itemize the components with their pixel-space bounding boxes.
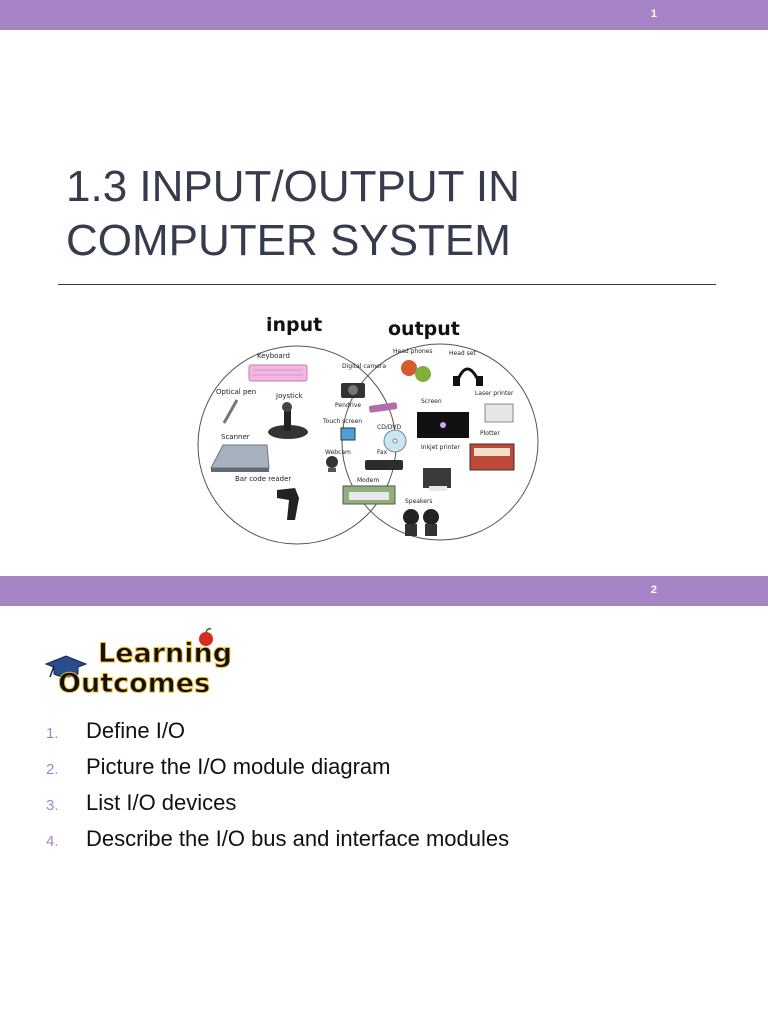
slide-title-line-1: 1.3 INPUT/OUTPUT IN bbox=[66, 162, 520, 211]
head-phones-icon bbox=[401, 360, 431, 382]
list-item-number: 3. bbox=[46, 797, 59, 814]
list-item-text: Define I/O bbox=[86, 718, 186, 743]
list-item: 4. Describe the I/O bus and interface mod… bbox=[46, 824, 509, 860]
graduation-cap-icon bbox=[44, 655, 88, 678]
head-set-label: Head set bbox=[449, 350, 476, 357]
logo-line-1: Learning bbox=[98, 638, 232, 669]
optical-pen-icon bbox=[222, 399, 239, 424]
keyboard-label: Keyboard bbox=[257, 352, 290, 360]
slide-number: 2 bbox=[650, 584, 657, 596]
list-item: 2. Picture the I/O module diagram bbox=[46, 752, 509, 788]
speakers-label: Speakers bbox=[405, 498, 433, 505]
webcam-icon bbox=[326, 456, 338, 472]
slide-title: 1.3 INPUT/OUTPUT IN COMPUTER SYSTEM bbox=[66, 160, 706, 268]
modem-icon bbox=[342, 485, 396, 505]
pendrive-icon bbox=[368, 402, 398, 413]
title-divider bbox=[58, 284, 716, 285]
webcam-label: Webcam bbox=[325, 449, 351, 456]
head-set-icon bbox=[453, 367, 483, 386]
scanner-label: Scanner bbox=[221, 433, 250, 441]
bar-code-reader-icon bbox=[277, 488, 299, 520]
inkjet-printer-label: Inkjet printer bbox=[421, 444, 460, 451]
head-phones-label: Head phones bbox=[393, 348, 433, 355]
keyboard-icon bbox=[248, 364, 308, 382]
cd-dvd-label: CD/DVD bbox=[377, 424, 401, 431]
list-item: 1. Define I/O bbox=[46, 716, 509, 752]
cd-dvd-icon bbox=[383, 429, 407, 453]
learning-outcomes-list: 1. Define I/O 2. Picture the I/O module di… bbox=[46, 716, 509, 860]
list-item: 3. List I/O devices bbox=[46, 788, 509, 824]
slide-number: 1 bbox=[650, 8, 657, 20]
touch-screen-label: Touch screen bbox=[322, 418, 362, 425]
list-item-number: 1. bbox=[46, 725, 59, 742]
list-item-number: 2. bbox=[46, 761, 59, 778]
list-item-text: Picture the I/O module diagram bbox=[86, 754, 391, 779]
joystick-icon bbox=[268, 402, 308, 439]
fax-icon bbox=[365, 460, 403, 470]
slide-1-header-band: 1 bbox=[0, 0, 768, 30]
logo-line-2: Outcomes bbox=[58, 668, 210, 699]
bar-code-reader-label: Bar code reader bbox=[235, 475, 291, 483]
output-circle bbox=[341, 343, 539, 541]
plotter-label: Plotter bbox=[480, 430, 500, 437]
touch-screen-icon bbox=[340, 427, 356, 441]
digital-camera-icon bbox=[341, 383, 365, 398]
output-heading: output bbox=[388, 318, 460, 340]
list-item-number: 4. bbox=[46, 833, 59, 850]
joystick-label: Joystick bbox=[275, 392, 304, 400]
slide-2-header-band: 2 bbox=[0, 576, 768, 606]
modem-label: Modem bbox=[357, 477, 379, 484]
slide-title-line-2: COMPUTER SYSTEM bbox=[66, 216, 511, 265]
speakers-icon bbox=[403, 509, 439, 536]
laser-printer-label: Laser printer bbox=[475, 390, 514, 397]
input-output-venn-diagram: input output Keyboard Optical pen Joysti… bbox=[197, 314, 539, 545]
laser-printer-icon bbox=[484, 403, 514, 423]
input-heading: input bbox=[266, 314, 322, 336]
screen-label: Screen bbox=[421, 398, 442, 405]
learning-outcomes-logo: Learning Outcomes bbox=[44, 628, 233, 700]
list-item-text: Describe the I/O bus and interface modul… bbox=[86, 826, 510, 851]
plotter-icon bbox=[469, 443, 515, 471]
list-item-text: List I/O devices bbox=[86, 790, 237, 815]
digital-camera-label: Digital camera bbox=[342, 363, 386, 370]
optical-pen-label: Optical pen bbox=[216, 388, 256, 396]
pendrive-label: Pendrive bbox=[335, 402, 361, 409]
inkjet-printer-icon bbox=[423, 468, 451, 491]
fax-label: Fax bbox=[377, 449, 388, 456]
scanner-icon bbox=[210, 444, 270, 472]
screen-icon bbox=[417, 412, 469, 438]
apple-icon bbox=[199, 628, 213, 646]
